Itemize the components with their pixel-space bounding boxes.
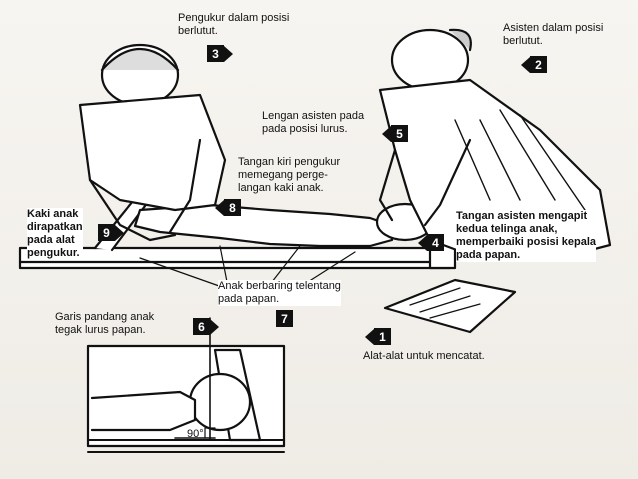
arrow-icon (382, 125, 391, 142)
label-assistant-arm-straight: Lengan asisten pada pada posisi lurus. (262, 110, 365, 135)
badge-5-number: 5 (391, 125, 408, 142)
label-child-feet: Kaki anak dirapatkan pada alat pengukur. (27, 208, 83, 260)
arrow-icon (224, 45, 233, 62)
badge-1: 1 (365, 328, 391, 345)
badge-9: 9 (98, 224, 124, 241)
clipboard (383, 278, 517, 334)
badge-7: 7 (276, 310, 293, 327)
measurer-arm-right (168, 138, 202, 234)
label-child-supine: Anak berbaring telentang pada papan. (218, 280, 341, 306)
badge-7-number: 7 (276, 310, 293, 327)
assistant-arm-right (423, 138, 472, 227)
badge-2: 2 (521, 56, 547, 73)
assistant-hair-bun (448, 28, 472, 52)
arrow-icon (210, 318, 219, 335)
badge-2-number: 2 (530, 56, 547, 73)
badge-6: 6 (193, 318, 219, 335)
label-line-of-sight: Garis pandang anak tegak lurus papan. (55, 311, 155, 336)
badge-4-number: 4 (427, 234, 444, 251)
measurer-hair (100, 48, 180, 72)
badge-6-number: 6 (193, 318, 210, 335)
badge-8: 8 (215, 199, 241, 216)
badge-5: 5 (382, 125, 408, 142)
measurer-arm (88, 178, 177, 242)
measurer-torso (78, 93, 227, 212)
inset-child-head (188, 372, 252, 432)
arrow-icon (365, 328, 374, 345)
label-angle-90: 90° (187, 428, 204, 440)
label-measurer-kneeling: Pengukur dalam posisi berlutut. (178, 12, 290, 37)
badge-4: 4 (418, 234, 444, 251)
arrow-icon (418, 234, 427, 251)
label-measurer-left-hand: Tangan kiri pengukur memegang perge- lan… (238, 156, 341, 194)
arrow-icon (521, 56, 530, 73)
badge-3: 3 (207, 45, 233, 62)
label-assistant-hands-ears: Tangan asisten mengapit kedua telinga an… (456, 210, 597, 262)
inset-child-body (90, 390, 197, 432)
label-recording-tools: Alat-alat untuk mencatat. (363, 350, 485, 362)
arrow-icon (115, 224, 124, 241)
measuring-board (18, 246, 452, 270)
badge-8-number: 8 (224, 199, 241, 216)
badge-9-number: 9 (98, 224, 115, 241)
arrow-icon (215, 199, 224, 216)
badge-3-number: 3 (207, 45, 224, 62)
assistant-arm (378, 148, 397, 222)
label-assistant-kneeling: Asisten dalam posisi berlutut. (503, 22, 604, 47)
badge-1-number: 1 (374, 328, 391, 345)
